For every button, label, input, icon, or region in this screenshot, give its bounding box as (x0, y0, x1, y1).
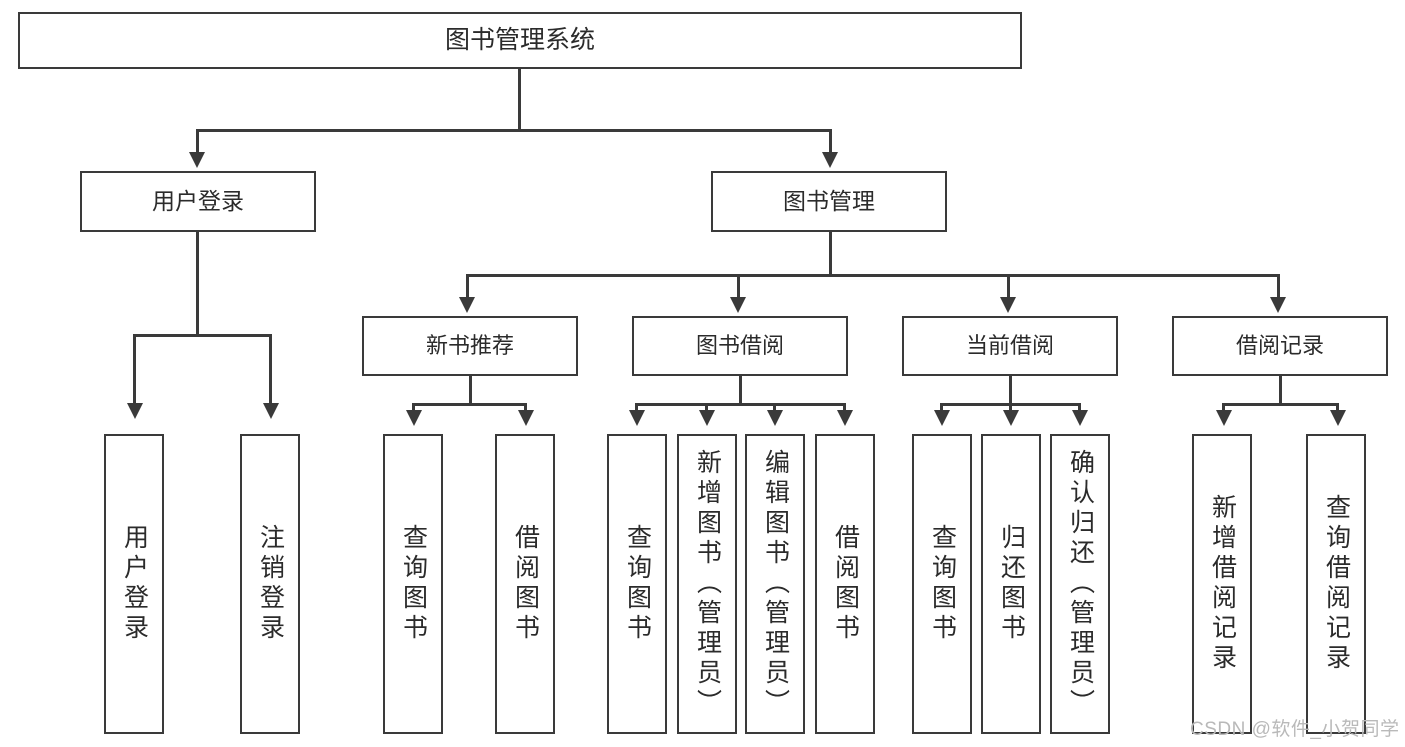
leaf-add-borrow-record-label: 新增借阅记录 (1208, 494, 1237, 674)
node-book-borrow[interactable]: 图书借阅 (632, 316, 848, 376)
connector-to-new-book (466, 274, 469, 300)
leaf-return-book[interactable]: 归还图书 (981, 434, 1041, 734)
node-new-book-recommend-label: 新书推荐 (425, 333, 514, 359)
connector-current-borrow-child2 (1009, 403, 1012, 415)
connector-book-borrow-child2 (705, 403, 708, 415)
leaf-query-book-current[interactable]: 查询图书 (912, 434, 972, 734)
leaf-edit-book-admin[interactable]: 编辑图书（管理员） (745, 434, 805, 734)
arrowhead-book-borrow (730, 297, 746, 313)
leaf-add-book-admin[interactable]: 新增图书（管理员） (677, 434, 737, 734)
connector-root-to-book-mgmt (829, 129, 832, 155)
connector-book-borrow-stem (739, 376, 742, 405)
leaf-borrow-book-new[interactable]: 借阅图书 (495, 434, 555, 734)
connector-new-book-stem (469, 376, 472, 405)
leaf-borrow-book-borrow[interactable]: 借阅图书 (815, 434, 875, 734)
leaf-user-login-label: 用户登录 (120, 524, 149, 644)
leaf-logout[interactable]: 注销登录 (240, 434, 300, 734)
leaf-query-book-new[interactable]: 查询图书 (383, 434, 443, 734)
leaf-confirm-return-admin-label: 确认归还（管理员） (1066, 449, 1095, 719)
connector-current-borrow-child1 (940, 403, 943, 415)
leaf-borrow-book-new-label: 借阅图书 (511, 524, 540, 644)
arrowhead-new-book (459, 297, 475, 313)
connector-borrow-record-child1 (1222, 403, 1225, 415)
node-current-borrow[interactable]: 当前借阅 (902, 316, 1118, 376)
connector-book-borrow-child1 (635, 403, 638, 415)
arrowhead-query-book-cb (934, 410, 950, 426)
leaf-query-book-borrow[interactable]: 查询图书 (607, 434, 667, 734)
connector-user-login-stem (196, 232, 199, 336)
leaf-query-borrow-record-label: 查询借阅记录 (1322, 494, 1351, 674)
connector-to-borrow-record (1277, 274, 1280, 300)
arrowhead-edit-book (767, 410, 783, 426)
connector-new-book-child1 (412, 403, 415, 415)
connector-book-borrow-bus (635, 403, 846, 406)
arrowhead-return-book (1003, 410, 1019, 426)
connector-to-book-borrow (737, 274, 740, 300)
arrowhead-borrow-record (1270, 297, 1286, 313)
arrowhead-query-book-nb (406, 410, 422, 426)
node-new-book-recommend[interactable]: 新书推荐 (362, 316, 578, 376)
node-book-management-label: 图书管理 (783, 187, 875, 214)
arrowhead-query-book-bb (629, 410, 645, 426)
connector-new-book-bus (412, 403, 527, 406)
connector-root-stem (518, 68, 521, 130)
node-book-management[interactable]: 图书管理 (711, 171, 947, 232)
leaf-borrow-book-borrow-label: 借阅图书 (831, 524, 860, 644)
node-root-system[interactable]: 图书管理系统 (18, 12, 1022, 69)
node-user-login[interactable]: 用户登录 (80, 171, 316, 232)
connector-user-login-bus (133, 334, 271, 337)
arrowhead-borrow-book-nb (518, 410, 534, 426)
node-current-borrow-label: 当前借阅 (965, 333, 1054, 359)
leaf-query-book-borrow-label: 查询图书 (623, 524, 652, 644)
csdn-watermark: CSDN @软件_小贺同学 (1190, 719, 1400, 740)
arrowhead-book-mgmt (822, 152, 838, 168)
connector-borrow-record-child2 (1336, 403, 1339, 415)
leaf-user-login[interactable]: 用户登录 (104, 434, 164, 734)
node-root-system-label: 图书管理系统 (444, 25, 595, 54)
leaf-edit-book-admin-label: 编辑图书（管理员） (761, 449, 790, 719)
node-borrow-record-label: 借阅记录 (1235, 333, 1324, 359)
connector-user-login-child1 (133, 334, 136, 406)
connector-root-bus (196, 129, 832, 132)
arrowhead-confirm-return (1072, 410, 1088, 426)
arrowhead-query-record (1330, 410, 1346, 426)
arrowhead-add-book (699, 410, 715, 426)
leaf-confirm-return-admin[interactable]: 确认归还（管理员） (1050, 434, 1110, 734)
leaf-return-book-label: 归还图书 (997, 524, 1026, 644)
connector-book-borrow-child3 (773, 403, 776, 415)
connector-book-mgmt-stem (829, 232, 832, 276)
leaf-query-borrow-record[interactable]: 查询借阅记录 (1306, 434, 1366, 734)
arrowhead-current-borrow (1000, 297, 1016, 313)
connector-book-borrow-child4 (843, 403, 846, 415)
arrowhead-leaf-logout (263, 403, 279, 419)
connector-book-mgmt-bus (466, 274, 1278, 277)
connector-to-current-borrow (1007, 274, 1010, 300)
leaf-logout-label: 注销登录 (256, 524, 285, 644)
connector-borrow-record-bus (1222, 403, 1339, 406)
connector-root-to-user-login (196, 129, 199, 155)
arrowhead-leaf-user-login (127, 403, 143, 419)
leaf-add-borrow-record[interactable]: 新增借阅记录 (1192, 434, 1252, 734)
connector-user-login-child2 (269, 334, 272, 406)
leaf-query-book-current-label: 查询图书 (928, 524, 957, 644)
arrowhead-user-login (189, 152, 205, 168)
arrowhead-borrow-book-bb (837, 410, 853, 426)
leaf-query-book-new-label: 查询图书 (399, 524, 428, 644)
connector-borrow-record-stem (1279, 376, 1282, 405)
arrowhead-add-record (1216, 410, 1232, 426)
node-book-borrow-label: 图书借阅 (695, 333, 784, 359)
node-user-login-label: 用户登录 (152, 187, 244, 214)
connector-new-book-child2 (524, 403, 527, 415)
leaf-add-book-admin-label: 新增图书（管理员） (693, 449, 722, 719)
connector-current-borrow-stem (1009, 376, 1012, 405)
node-borrow-record[interactable]: 借阅记录 (1172, 316, 1388, 376)
connector-current-borrow-child3 (1078, 403, 1081, 415)
